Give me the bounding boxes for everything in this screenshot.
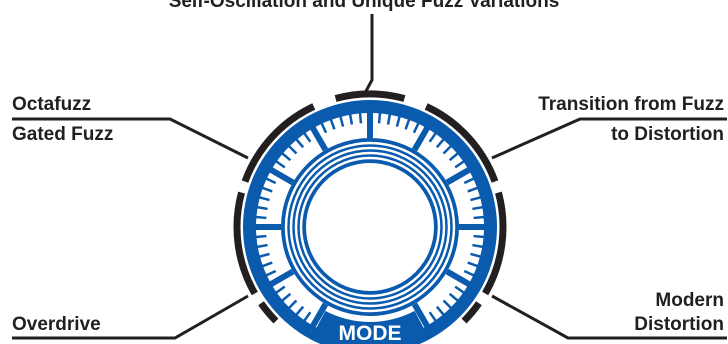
minor-tick bbox=[360, 111, 361, 123]
minor-tick bbox=[474, 217, 486, 218]
leader-line-lower-left bbox=[12, 296, 248, 338]
minor-tick bbox=[254, 217, 266, 218]
minor-tick bbox=[474, 236, 486, 237]
knob-mode-label: MODE bbox=[339, 322, 402, 344]
bezel-segment bbox=[336, 94, 405, 99]
minor-tick bbox=[379, 111, 380, 123]
mode-knob[interactable]: MODE bbox=[243, 100, 497, 344]
leader-line-upper-left bbox=[12, 119, 248, 158]
leader-line-upper-right bbox=[492, 119, 727, 158]
leader-line-top bbox=[365, 14, 372, 93]
minor-tick bbox=[254, 236, 266, 237]
leader-line-lower-right bbox=[492, 296, 727, 338]
knob-center bbox=[306, 163, 434, 291]
